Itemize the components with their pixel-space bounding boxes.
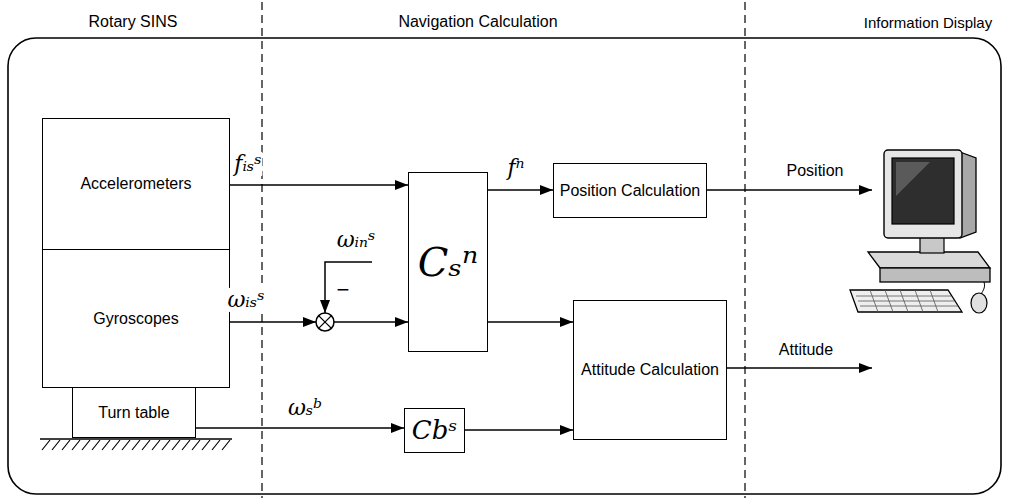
section-heading: Navigation Calculation bbox=[398, 13, 557, 31]
process-box: Position Calculation bbox=[553, 163, 707, 218]
summing-junction bbox=[303, 262, 372, 331]
node-text: Cₛⁿ bbox=[418, 240, 478, 284]
dashed-separator bbox=[744, 2, 745, 498]
signal-label: fⁿ bbox=[506, 156, 525, 180]
keyboard-keys bbox=[856, 290, 958, 312]
node-text: Position Calculation bbox=[560, 181, 701, 200]
process-box: Accelerometers bbox=[42, 118, 230, 250]
signal-label: fᵢₛˢ bbox=[233, 152, 262, 176]
matrix-box: Cₛⁿ bbox=[408, 172, 488, 352]
signal-arrow bbox=[488, 189, 553, 191]
node-text: Turn table bbox=[98, 403, 169, 422]
keyboard bbox=[850, 290, 962, 312]
signal-label: ωᵢₙˢ bbox=[337, 228, 376, 252]
ground-line bbox=[40, 438, 232, 440]
computer-case bbox=[880, 268, 990, 282]
signal-arrow bbox=[196, 427, 404, 429]
section-heading: Information Display bbox=[864, 14, 992, 31]
ground-hatch bbox=[42, 440, 230, 450]
signal-label: Position bbox=[787, 162, 844, 180]
process-box: Turn table bbox=[72, 387, 196, 438]
process-box: Attitude Calculation bbox=[573, 300, 727, 440]
cross-mark bbox=[319, 316, 332, 329]
outer-frame bbox=[8, 38, 1001, 494]
ground-symbol bbox=[40, 439, 232, 450]
section-heading: Rotary SINS bbox=[89, 13, 178, 31]
computer-case-top bbox=[868, 252, 990, 268]
process-box: Gyroscopes bbox=[42, 249, 230, 388]
arrow-head bbox=[303, 317, 316, 327]
monitor-casing bbox=[884, 150, 962, 238]
matrix-box: Cbˢ bbox=[404, 408, 465, 453]
node-text: Accelerometers bbox=[80, 174, 191, 193]
dashed-separator bbox=[261, 2, 262, 498]
multiplier-circle bbox=[316, 313, 334, 331]
signal-arrow bbox=[465, 429, 573, 431]
signal-arrow bbox=[488, 321, 573, 323]
node-text: Cbˢ bbox=[412, 416, 457, 445]
output-arrow bbox=[721, 367, 872, 369]
screen-glare bbox=[896, 162, 930, 196]
node-text: Attitude Calculation bbox=[581, 360, 719, 379]
computer-icon bbox=[850, 150, 990, 313]
mouse bbox=[971, 293, 987, 313]
monitor-screen bbox=[892, 158, 954, 224]
signal-label: − bbox=[337, 277, 350, 303]
node-text: Gyroscopes bbox=[93, 309, 178, 328]
signal-label: ωᵢₛˢ bbox=[226, 288, 265, 312]
feedback-line bbox=[325, 262, 372, 313]
signal-arrow bbox=[230, 184, 408, 186]
signal-label: Attitude bbox=[779, 341, 833, 359]
signal-label: ωₛᵇ bbox=[287, 396, 323, 420]
output-arrow bbox=[701, 189, 872, 191]
cross-mark bbox=[319, 316, 332, 329]
